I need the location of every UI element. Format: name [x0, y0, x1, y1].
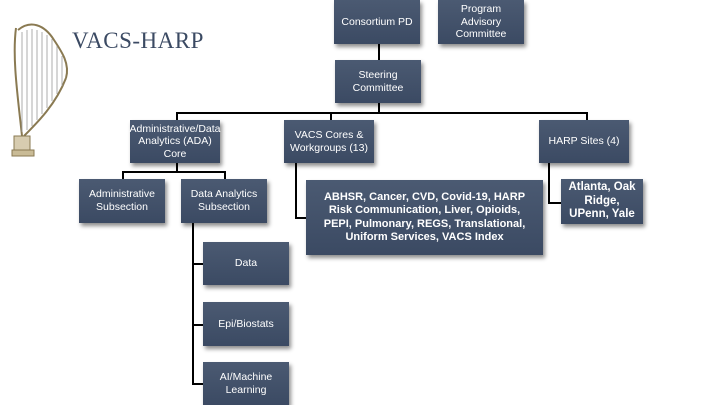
harp-icon	[11, 23, 68, 157]
connector-to-harp-sites	[586, 112, 588, 120]
connector-to-data-sub	[224, 171, 226, 179]
logo-title: VACS-HARP	[72, 28, 204, 53]
connector-to-vacs-cores	[330, 112, 332, 120]
node-ada-core: Administrative/Data Analytics (ADA) Core	[129, 120, 221, 163]
connector-sites-list-h	[548, 202, 562, 204]
connector-to-ai	[192, 383, 204, 385]
connector-top-bar	[176, 112, 586, 114]
connector-steering-trunk	[378, 103, 380, 113]
connector-data-sub-trunk	[192, 223, 194, 384]
node-consortium-pd: Consortium PD	[334, 0, 420, 44]
node-vacs-cores-workgroups: VACS Cores & Workgroups (13)	[284, 120, 374, 163]
connector-to-admin-sub	[122, 171, 124, 179]
node-steering-committee: Steering Committee	[335, 60, 421, 103]
node-sites-list: Atlanta, Oak Ridge, UPenn, Yale	[561, 179, 643, 224]
connector-vacs-list	[295, 163, 297, 218]
connector-to-ada	[176, 112, 178, 120]
connector-sites-list	[548, 163, 550, 203]
connector-pd-steering	[378, 44, 380, 60]
node-data: Data	[203, 242, 289, 285]
node-ai-machine-learning: AI/Machine Learning	[203, 362, 289, 405]
connector-ada-trunk	[176, 163, 178, 172]
connector-ada-bar	[122, 171, 225, 173]
node-data-analytics-subsection: Data Analytics Subsection	[181, 179, 267, 223]
node-administrative-subsection: Administrative Subsection	[79, 179, 165, 223]
node-epi-biostats: Epi/Biostats	[203, 302, 289, 346]
node-program-advisory-committee: Program Advisory Committee	[438, 0, 524, 44]
connector-to-epi	[192, 324, 204, 326]
node-workgroups-list: ABHSR, Cancer, CVD, Covid-19, HARP Risk …	[306, 180, 543, 255]
connector-vacs-list-h	[295, 217, 307, 219]
node-harp-sites: HARP Sites (4)	[539, 120, 629, 163]
connector-to-data	[192, 263, 204, 265]
